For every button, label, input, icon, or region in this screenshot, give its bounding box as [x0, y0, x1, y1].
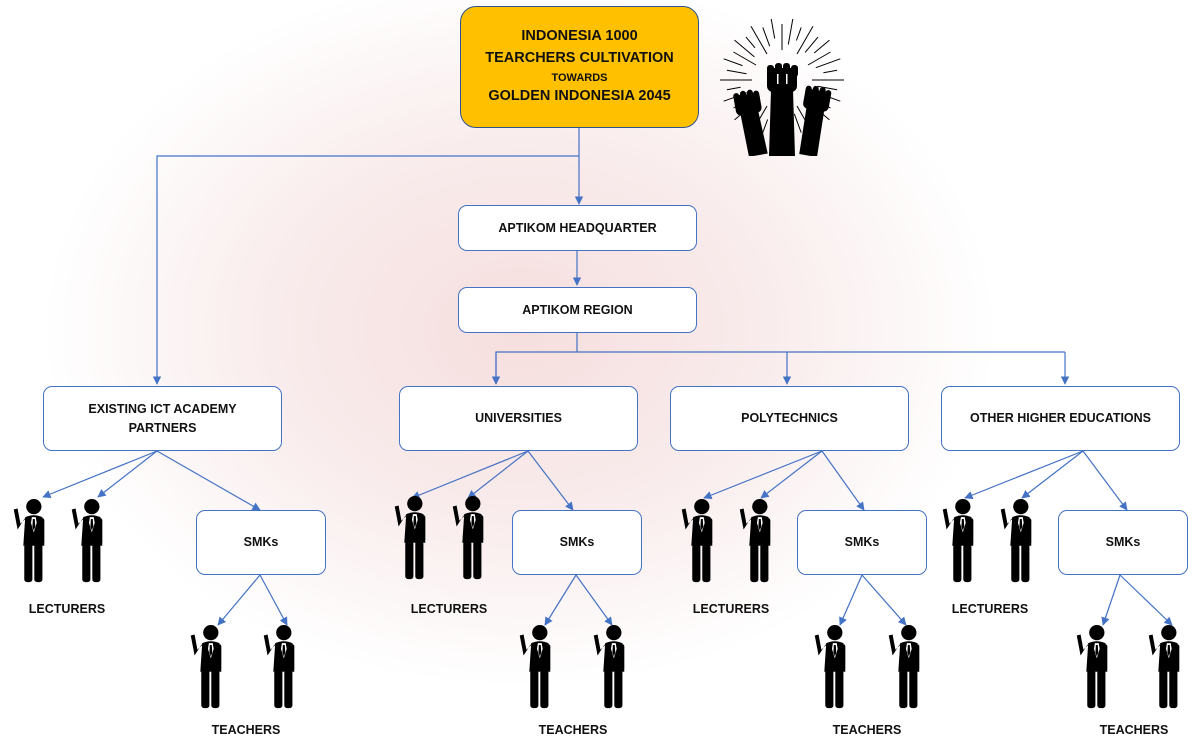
sunburst-ray: [813, 39, 830, 54]
lecturer-person-icon: [739, 498, 771, 583]
teacher-person-icon: [888, 624, 920, 709]
root-to-partners-arrow: [152, 155, 579, 385]
sunburst-ray: [804, 36, 819, 53]
root-title-box: INDONESIA 1000 TEARCHERS CULTIVATION TOW…: [460, 6, 699, 128]
sunburst-ray: [762, 119, 769, 133]
lecturer-person-icon: [452, 495, 484, 580]
teachers-label: TEACHERS: [538, 723, 608, 737]
sunburst-ray: [787, 18, 794, 45]
sunburst-ray: [807, 51, 831, 66]
smk-to-teacher-arrow: [861, 574, 907, 626]
root-title-line: TEARCHERS CULTIVATION: [485, 49, 674, 66]
smk-to-teacher-arrow: [1101, 574, 1121, 626]
lecturers-label: LECTURERS: [692, 602, 770, 616]
smk-box: SMKs: [196, 510, 326, 575]
teacher-person-icon: [1076, 624, 1108, 709]
other-to-smk-arrow: [1082, 450, 1128, 511]
smk-box: SMKs: [797, 510, 927, 575]
sunburst-ray: [734, 39, 755, 58]
raised-fists-icon: [709, 10, 855, 161]
smk-to-teacher-arrow: [839, 574, 863, 626]
sunburst-ray: [750, 26, 768, 55]
smk-to-teacher-arrow: [259, 574, 288, 626]
sunburst-ray: [745, 36, 756, 49]
smk-to-teacher-arrow: [217, 574, 261, 626]
root-title-line: GOLDEN INDONESIA 2045: [488, 88, 671, 105]
teacher-person-icon: [814, 624, 846, 709]
sunburst-ray: [726, 69, 747, 75]
other-higher-educations-box: OTHER HIGHER EDUCATIONS: [941, 386, 1180, 451]
lecturers-label: LECTURERS: [410, 602, 488, 616]
other-higher-educations-label: OTHER HIGHER EDUCATIONS: [969, 411, 1152, 426]
smk-label: SMKs: [559, 535, 595, 550]
lecturer-person-icon: [942, 498, 974, 583]
smk-label: SMKs: [1105, 535, 1141, 550]
sunburst-ray: [796, 26, 814, 55]
sunburst-ray: [823, 69, 838, 74]
sunburst-ray: [770, 18, 776, 39]
root-title-line: INDONESIA 1000: [521, 28, 638, 45]
partners-to-smk-arrow: [156, 450, 261, 511]
universities-to-lecturer-arrow: [467, 450, 529, 499]
other-to-lecturer-arrow: [964, 450, 1084, 500]
teacher-person-icon: [593, 624, 625, 709]
polytechnics-box: POLYTECHNICS: [670, 386, 909, 451]
smk-to-teacher-arrow: [544, 574, 577, 626]
teachers-label: TEACHERS: [1099, 723, 1169, 737]
sunburst-ray: [815, 58, 841, 69]
smk-box: SMKs: [1058, 510, 1188, 575]
region-to-branches-bus: [495, 333, 1065, 384]
sunburst-ray: [733, 51, 757, 66]
region-box: APTIKOM REGION: [458, 287, 697, 333]
teachers-label: TEACHERS: [832, 723, 902, 737]
teacher-person-icon: [519, 624, 551, 709]
smk-to-teacher-arrow: [1119, 574, 1173, 626]
teacher-person-icon: [190, 624, 222, 709]
lecturers-label: LECTURERS: [28, 602, 106, 616]
teachers-label: TEACHERS: [211, 723, 281, 737]
sunburst-ray: [723, 58, 743, 67]
universities-box: UNIVERSITIES: [399, 386, 638, 451]
sunburst-ray: [762, 27, 771, 47]
universities-label: UNIVERSITIES: [475, 411, 562, 426]
lecturer-person-icon: [681, 498, 713, 583]
smk-label: SMKs: [844, 535, 880, 550]
region-label: APTIKOM REGION: [522, 302, 633, 317]
sunburst-ray: [726, 86, 741, 91]
sunburst-ray: [817, 85, 838, 91]
root-title-line: TOWARDS: [551, 71, 608, 84]
headquarter-box: APTIKOM HEADQUARTER: [458, 205, 697, 251]
polytechnics-to-lecturer-arrow: [703, 450, 823, 500]
universities-to-smk-arrow: [527, 450, 574, 511]
smk-to-teacher-arrow: [575, 574, 613, 626]
teacher-person-icon: [263, 624, 295, 709]
partners-label-line: PARTNERS: [128, 420, 197, 435]
polytechnics-to-lecturer-arrow: [760, 450, 823, 499]
partners-to-lecturer-arrow: [97, 450, 158, 498]
other-to-lecturer-arrow: [1021, 450, 1084, 499]
lecturer-person-icon: [394, 495, 426, 580]
sunburst-ray: [793, 113, 802, 133]
lecturers-label: LECTURERS: [951, 602, 1029, 616]
sunburst-ray: [795, 27, 802, 41]
polytechnics-to-smk-arrow: [821, 450, 865, 511]
polytechnics-label: POLYTECHNICS: [741, 411, 838, 426]
lecturer-person-icon: [13, 498, 45, 583]
lecturer-person-icon: [71, 498, 103, 583]
partners-box: EXISTING ICT ACADEMY PARTNERS: [43, 386, 282, 451]
smk-label: SMKs: [243, 535, 279, 550]
universities-to-lecturer-arrow: [411, 450, 529, 500]
partners-label-line: EXISTING ICT ACADEMY: [88, 402, 237, 417]
teacher-person-icon: [1148, 624, 1180, 709]
partners-to-lecturer-arrow: [42, 450, 158, 499]
headquarter-label: APTIKOM HEADQUARTER: [498, 220, 657, 235]
lecturer-person-icon: [1000, 498, 1032, 583]
smk-box: SMKs: [512, 510, 642, 575]
